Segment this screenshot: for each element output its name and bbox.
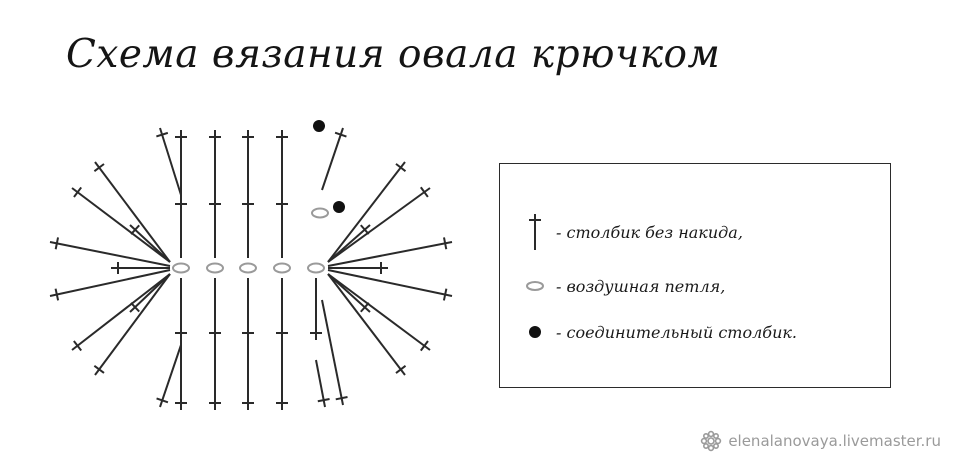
single-crochet-symbol [209,300,221,410]
chain-stitch-symbol [239,262,257,274]
single-crochet-symbol [111,262,170,274]
single-crochet-symbol [129,273,171,313]
single-crochet-symbol [49,269,171,301]
single-crochet-symbol [175,130,187,237]
single-crochet-icon [529,214,541,250]
legend-label-chain: - воздушная петля, [556,276,726,296]
single-crochet-symbol [71,186,171,263]
single-crochet-symbol [71,273,171,352]
watermark: elenalanovaya.livemaster.ru [700,430,941,452]
slip-stitch-icon [529,326,541,338]
single-crochet-symbol [276,300,288,410]
legend-item-slip-stitch: - соединительный столбик. [520,312,797,352]
legend-label-single-crochet: - столбик без накида, [556,222,743,242]
single-crochet-symbol [327,269,453,301]
single-crochet-symbol [49,237,171,267]
single-crochet-symbol [209,130,221,237]
legend-label-slip-stitch: - соединительный столбик. [556,322,798,342]
chain-stitch-symbol [172,262,190,274]
single-crochet-symbol [327,161,407,263]
single-crochet-symbol [321,299,348,406]
single-crochet-symbol [327,273,407,376]
chain-stitch-symbol [311,207,329,219]
single-crochet-symbol [327,273,431,352]
single-crochet-symbol [327,273,371,313]
stitch-symbols [49,120,453,410]
slip-stitch-symbol [313,120,325,132]
single-crochet-symbol [327,186,431,263]
single-crochet-symbol [156,127,182,196]
watermark-text: elenalanovaya.livemaster.ru [728,432,941,450]
slip-stitch-symbol [333,201,345,213]
single-crochet-symbol [93,161,171,263]
single-crochet-symbol [315,359,330,408]
chain-stitch-symbol [273,262,291,274]
gear-flower-icon [701,430,722,452]
single-crochet-symbol [327,237,453,267]
chain-stitch-symbol [307,262,325,274]
legend-item-single-crochet: - столбик без накида, [520,212,743,252]
single-crochet-symbol [310,278,322,340]
single-crochet-symbol [242,300,254,410]
chain-stitch-symbol [206,262,224,274]
diagram-title: Схема вязания овала крючком [66,32,721,77]
single-crochet-symbol [93,273,171,376]
single-crochet-symbol [242,130,254,237]
legend-box: - столбик без накида, - воздушная петля,… [499,163,891,388]
legend-item-chain: - воздушная петля, [520,266,725,306]
single-crochet-symbol [175,300,187,410]
single-crochet-symbol [276,130,288,237]
chain-stitch-icon [526,281,544,291]
single-crochet-symbol [327,224,371,263]
oval-crochet-chart [49,120,453,410]
single-crochet-symbol [321,127,347,191]
single-crochet-symbol [156,344,182,408]
single-crochet-symbol [129,224,171,263]
single-crochet-symbol [328,262,388,274]
